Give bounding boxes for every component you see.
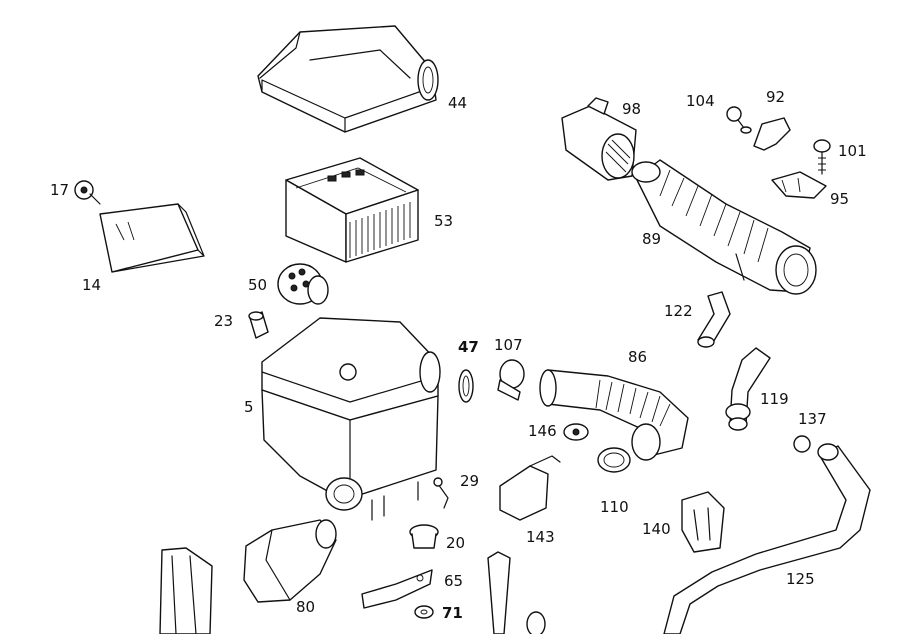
callout-137: 137 bbox=[798, 410, 827, 428]
callout-95: 95 bbox=[830, 190, 849, 208]
part-119-breather-hose bbox=[725, 347, 771, 431]
part-104-bolt bbox=[726, 106, 752, 134]
callout-104: 104 bbox=[686, 92, 715, 110]
part-44-cover bbox=[257, 25, 439, 133]
callout-29: 29 bbox=[460, 472, 479, 490]
part-5-housing bbox=[261, 317, 441, 521]
callout-89: 89 bbox=[642, 230, 661, 248]
part-47-o-ring bbox=[458, 369, 474, 403]
callout-92: 92 bbox=[766, 88, 785, 106]
callout-98: 98 bbox=[622, 100, 641, 118]
callout-14: 14 bbox=[82, 276, 101, 294]
part-101-bolt bbox=[813, 139, 831, 175]
callout-50: 50 bbox=[248, 276, 267, 294]
part-65-bracket bbox=[361, 569, 433, 609]
callout-80: 80 bbox=[296, 598, 315, 616]
callout-44: 44 bbox=[448, 94, 467, 112]
callout-107: 107 bbox=[494, 336, 523, 354]
part-122-hose bbox=[697, 291, 731, 348]
callout-17: 17 bbox=[50, 181, 69, 199]
part-53-filter-element bbox=[285, 157, 419, 263]
callout-71: 71 bbox=[442, 604, 463, 622]
callout-53: 53 bbox=[434, 212, 453, 230]
part-98-maf-sensor bbox=[561, 97, 637, 181]
part-89-intake-hose bbox=[631, 159, 817, 295]
part-17-clip bbox=[74, 180, 101, 205]
callout-20: 20 bbox=[446, 534, 465, 552]
part-143-connector bbox=[499, 455, 561, 521]
callout-119: 119 bbox=[760, 390, 789, 408]
part-95-mount bbox=[771, 171, 827, 199]
callout-47: 47 bbox=[458, 338, 479, 356]
callout-23: 23 bbox=[214, 312, 233, 330]
part-92-strap bbox=[753, 117, 791, 151]
part-14-intake-duct bbox=[99, 203, 205, 273]
part-140-bracket bbox=[681, 491, 725, 553]
callout-143: 143 bbox=[526, 528, 555, 546]
part-125-hose bbox=[663, 443, 871, 634]
callout-5: 5 bbox=[244, 398, 254, 416]
part-bottom-strap bbox=[487, 551, 511, 634]
part-bottom-grommet bbox=[526, 611, 546, 634]
part-80-intake-duct bbox=[243, 519, 337, 603]
callout-65: 65 bbox=[444, 572, 463, 590]
callout-146: 146 bbox=[528, 422, 557, 440]
part-146-seal bbox=[563, 423, 589, 441]
part-107-hose-clamp bbox=[497, 359, 525, 401]
part-29-screw bbox=[433, 477, 449, 509]
part-20-grommet bbox=[409, 524, 439, 549]
part-50-resonator bbox=[277, 263, 329, 305]
part-110-clamp bbox=[597, 447, 631, 473]
callout-125: 125 bbox=[786, 570, 815, 588]
callout-140: 140 bbox=[642, 520, 671, 538]
part-137-clamp bbox=[793, 435, 811, 453]
callout-122: 122 bbox=[664, 302, 693, 320]
part-71-washer bbox=[414, 605, 434, 619]
part-23-grommet bbox=[248, 311, 269, 339]
part-86-intake-hose bbox=[539, 369, 689, 461]
callout-86: 86 bbox=[628, 348, 647, 366]
part-duct-left bbox=[159, 547, 213, 634]
callout-101: 101 bbox=[838, 142, 867, 160]
callout-110: 110 bbox=[600, 498, 629, 516]
